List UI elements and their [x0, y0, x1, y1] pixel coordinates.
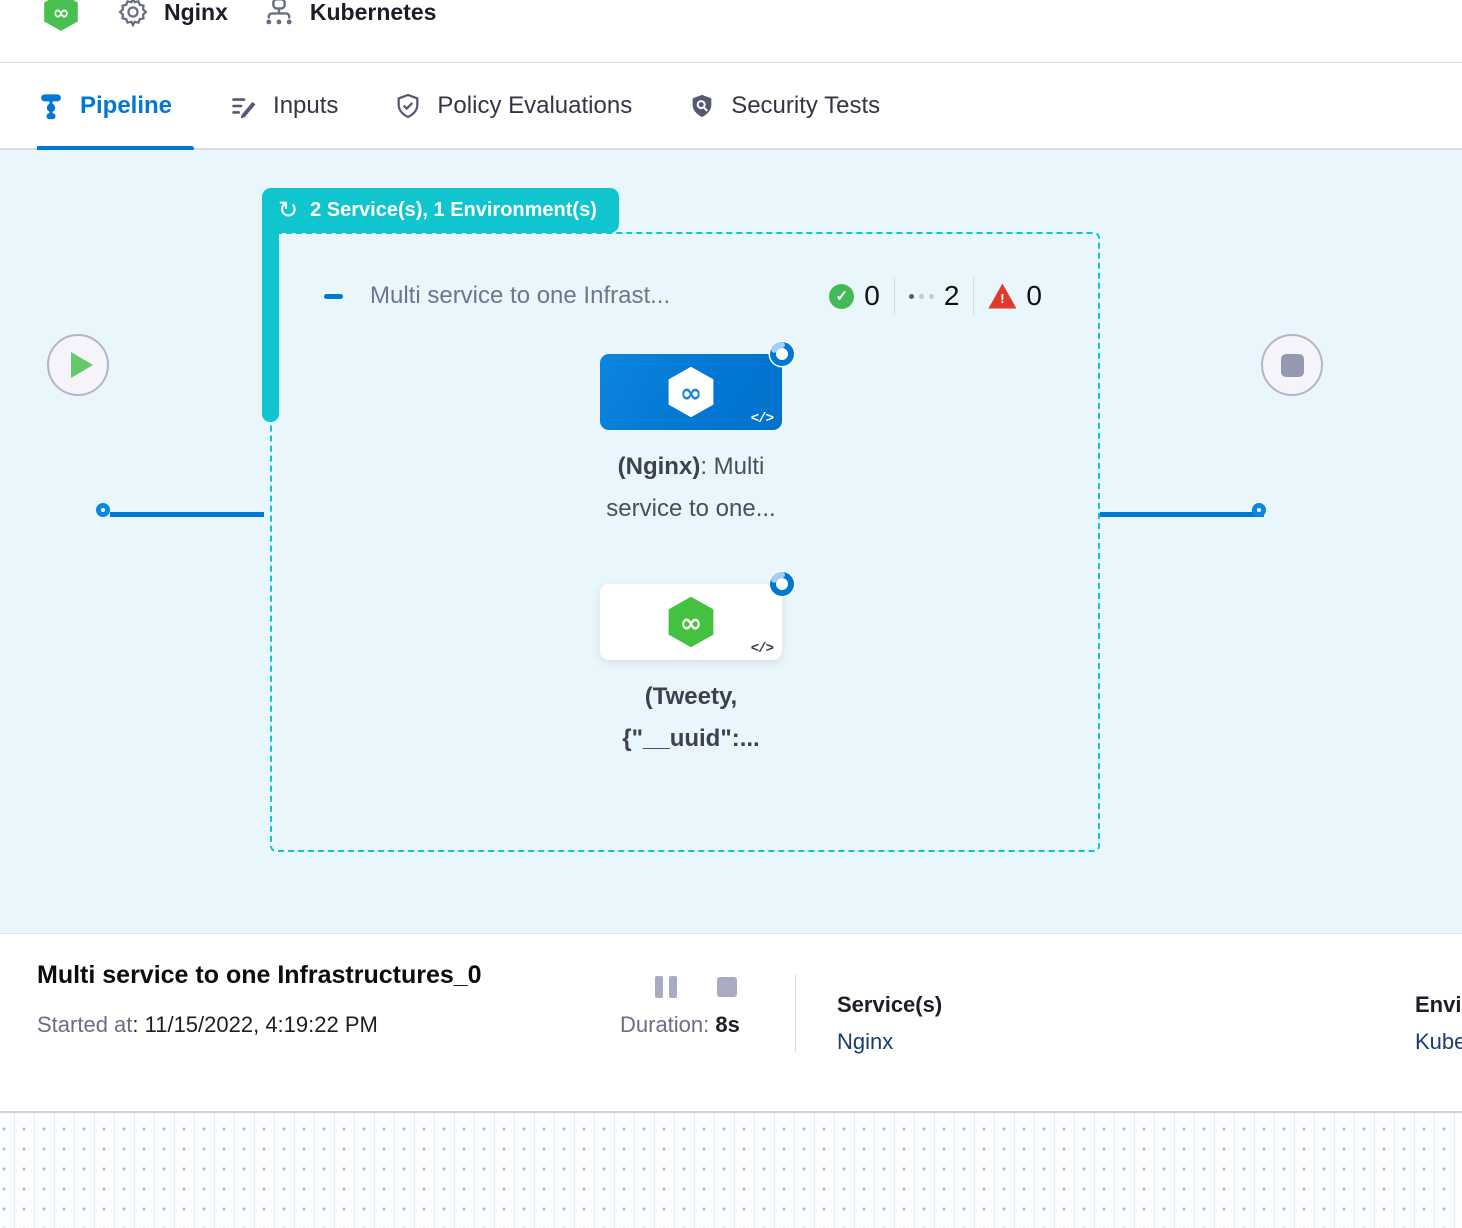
- harness-hexagon-icon: ∞: [663, 364, 719, 420]
- service-link-nginx[interactable]: Nginx: [837, 1029, 894, 1054]
- app-header: ∞ Nginx K: [0, 0, 1462, 63]
- code-icon: </>: [750, 411, 774, 427]
- play-icon: [70, 352, 93, 378]
- execution-title: Multi service to one Infrastructures_0: [37, 961, 482, 989]
- svg-text:∞: ∞: [53, 0, 70, 24]
- harness-logo-icon: ∞: [40, 0, 82, 33]
- success-count: 0: [864, 280, 880, 311]
- running-spinner-icon: [768, 570, 796, 598]
- stage-group-badge[interactable]: ↻ 2 Service(s), 1 Environment(s): [262, 188, 619, 233]
- pipeline-icon: [37, 92, 65, 120]
- gear-icon: [116, 0, 150, 29]
- connector-line-right: [1100, 512, 1264, 517]
- breadcrumb-service-nginx[interactable]: Nginx: [116, 0, 228, 29]
- environments-column: Environment(s) Kubernetes: [1415, 992, 1462, 1055]
- stage-group-badge-label: 2 Service(s), 1 Environment(s): [310, 199, 597, 221]
- services-label: Service(s): [837, 992, 943, 1017]
- services-column: Service(s) Nginx: [837, 992, 942, 1055]
- tab-pipeline-label: Pipeline: [80, 91, 173, 119]
- tab-security-tests[interactable]: Security Tests: [660, 62, 908, 149]
- stage-box-multi-service[interactable]: Multi service to one Infrast... ✓ 0 2 ! …: [270, 232, 1100, 852]
- stage-title: Multi service to one Infrast...: [370, 282, 671, 309]
- inputs-icon: [230, 92, 258, 120]
- breadcrumb-environment-kubernetes[interactable]: Kubernetes: [262, 0, 437, 29]
- breadcrumb-service-label: Nginx: [164, 0, 228, 25]
- duration-text: Duration: 8s: [620, 1012, 740, 1037]
- pipeline-start-node: [47, 334, 109, 396]
- success-count-icon: ✓: [829, 283, 855, 309]
- stage-step-counters: ✓ 0 2 ! 0: [829, 277, 1042, 315]
- service-node-tweety[interactable]: ∞ </>: [600, 570, 796, 660]
- tab-pipeline[interactable]: Pipeline: [37, 62, 202, 151]
- pipeline-end-node: [1261, 334, 1323, 396]
- stop-icon: [1280, 353, 1304, 377]
- loop-icon: ↻: [278, 195, 299, 224]
- stage-selection-strip: [262, 212, 279, 422]
- shield-check-icon: [394, 92, 422, 120]
- connector-line-left: [110, 512, 264, 517]
- tab-inputs-label: Inputs: [273, 91, 339, 119]
- active-tab-underline: [37, 146, 195, 151]
- tab-security-tests-label: Security Tests: [731, 91, 881, 119]
- connector-dot-start: [96, 503, 110, 517]
- connector-dot-end: [1252, 503, 1266, 517]
- harness-hexagon-icon: ∞: [663, 594, 719, 650]
- failed-count-icon: !: [988, 283, 1017, 309]
- hierarchy-icon: [262, 0, 296, 29]
- shield-search-icon: [688, 92, 716, 120]
- tab-inputs[interactable]: Inputs: [202, 62, 366, 149]
- svg-text:∞: ∞: [680, 608, 702, 639]
- service-node-tweety-label: (Tweety, {"__uuid":...: [622, 683, 760, 752]
- pause-pipeline-button[interactable]: [655, 976, 677, 998]
- running-spinner-icon: [768, 340, 796, 368]
- svg-text:∞: ∞: [680, 378, 702, 409]
- environment-link-kubernetes[interactable]: Kubernetes: [1415, 1029, 1462, 1054]
- breadcrumb-environment-label: Kubernetes: [309, 0, 437, 25]
- failed-count: 0: [1026, 280, 1042, 311]
- tab-policy-evaluations[interactable]: Policy Evaluations: [366, 62, 660, 149]
- environments-label: Environment(s): [1415, 992, 1462, 1017]
- footer-divider: [795, 974, 796, 1052]
- service-node-nginx-label: (Nginx): Multi service to one...: [606, 453, 776, 522]
- running-count: 2: [943, 280, 960, 311]
- console-dot-grid: [0, 1111, 1462, 1228]
- running-count-icon: [908, 293, 934, 299]
- execution-tabbar: Pipeline Inputs Policy Evaluations: [0, 62, 1462, 151]
- collapse-stage-button[interactable]: [324, 293, 343, 299]
- service-node-nginx[interactable]: ∞ </>: [600, 340, 796, 430]
- execution-summary-panel: Multi service to one Infrastructures_0 S…: [0, 933, 1462, 1111]
- started-at-text: Started at: 11/15/2022, 4:19:22 PM: [37, 1012, 378, 1037]
- pipeline-canvas[interactable]: ↻ 2 Service(s), 1 Environment(s) Multi s…: [0, 150, 1462, 933]
- tab-policy-evaluations-label: Policy Evaluations: [437, 91, 633, 119]
- code-icon: </>: [750, 641, 774, 657]
- stop-pipeline-button[interactable]: [717, 977, 737, 997]
